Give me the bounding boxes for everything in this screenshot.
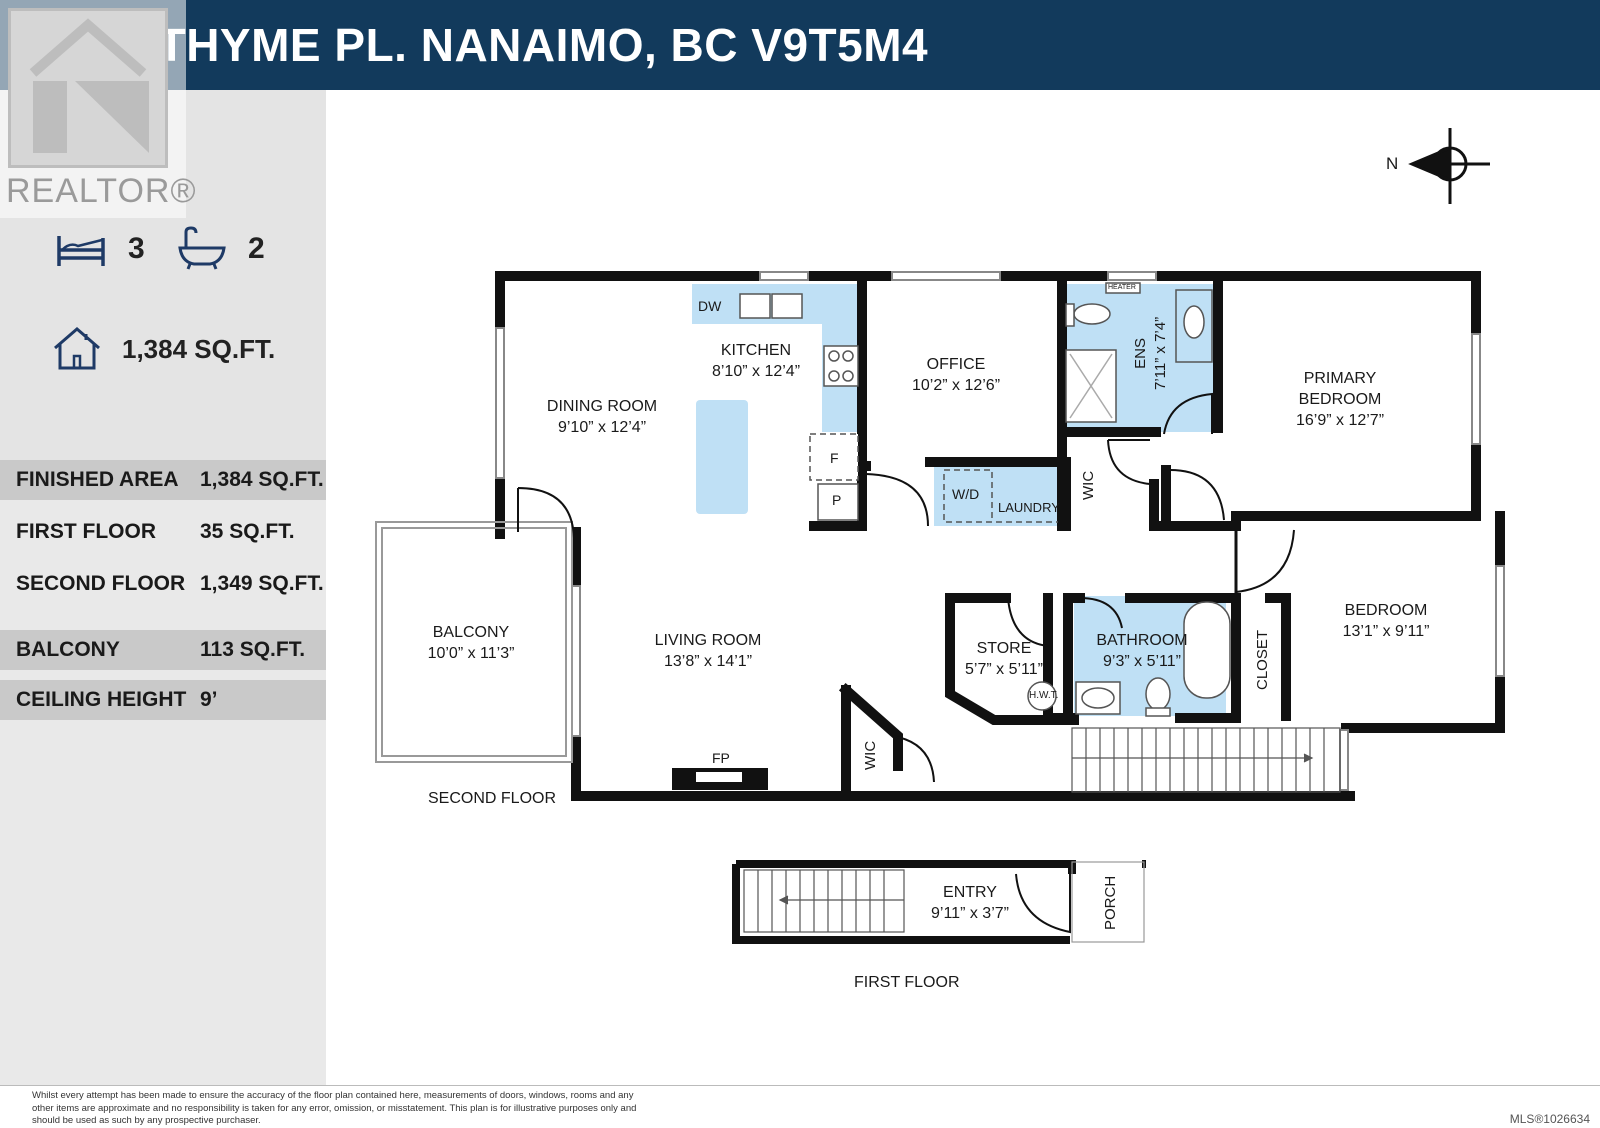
room-size: 10’2” x 12’6” bbox=[911, 377, 1001, 394]
kitchen-island bbox=[696, 400, 748, 514]
room-balcony: BALCONY 10’0” x 11’3” bbox=[428, 622, 515, 664]
spec-row-second-floor: SECOND FLOOR 1,349 SQ.FT. bbox=[0, 564, 326, 604]
page-title: 6103 THYME PL. NANAIMO, BC V9T5M4 bbox=[40, 19, 929, 71]
sidebar: 3 2 1,384 SQ.FT. FINISHED AREA 1,384 SQ.… bbox=[0, 90, 326, 1085]
room-name: BALCONY bbox=[432, 624, 510, 641]
room-size: 9’3” x 5’11” bbox=[1103, 653, 1181, 670]
spec-row-first-floor: FIRST FLOOR 35 SQ.FT. bbox=[0, 512, 326, 552]
room-size: 10’0” x 11’3” bbox=[427, 645, 515, 662]
spec-row-ceiling-height: CEILING HEIGHT 9’ bbox=[0, 680, 326, 720]
spec-row-finished-area: FINISHED AREA 1,384 SQ.FT. bbox=[0, 460, 326, 500]
room-dining: DINING ROOM 9’10” x 12’4” bbox=[547, 396, 657, 438]
room-size: 13’8” x 14’1” bbox=[663, 653, 753, 670]
room-name: LIVING ROOM bbox=[654, 632, 762, 649]
floor-plan: N KITCHEN 8’10” x 12’4” DINING ROOM 9’10… bbox=[326, 90, 1600, 1080]
spec-row-balcony: BALCONY 113 SQ.FT. bbox=[0, 630, 326, 670]
room-name: OFFICE bbox=[926, 356, 986, 373]
laundry-area bbox=[934, 462, 1058, 526]
room-name: STORE bbox=[976, 640, 1032, 657]
room-ensuite: ENS 7’11” x 7’4” bbox=[1131, 317, 1171, 390]
second-floor-caption: SECOND FLOOR bbox=[428, 790, 557, 807]
room-size: 16’9” x 12’7” bbox=[1295, 412, 1385, 429]
realtor-logo: REALTOR® bbox=[0, 0, 196, 218]
laundry-label: LAUNDRY bbox=[998, 500, 1060, 515]
room-size: 9’10” x 12’4” bbox=[557, 419, 647, 436]
room-size: 5’7” x 5’11” bbox=[965, 661, 1043, 678]
room-bedroom: BEDROOM 13’1” x 9’11” bbox=[1343, 600, 1430, 642]
spec-label: BALCONY bbox=[16, 638, 120, 661]
heater-label: HEATER bbox=[1108, 284, 1136, 291]
header-bar: 6103 THYME PL. NANAIMO, BC V9T5M4 bbox=[0, 0, 1600, 90]
room-bathroom: BATHROOM 9’3” x 5’11” bbox=[1096, 630, 1187, 672]
spec-label: CEILING HEIGHT bbox=[16, 688, 187, 711]
spec-value: 35 SQ.FT. bbox=[200, 520, 295, 543]
room-primary-bedroom: PRIMARY BEDROOM 16’9” x 12’7” bbox=[1296, 368, 1384, 431]
spec-label: FIRST FLOOR bbox=[16, 520, 156, 543]
realtor-logo-text: REALTOR® bbox=[6, 172, 197, 210]
disclaimer-text: Whilst every attempt has been made to en… bbox=[32, 1090, 637, 1126]
room-size: 13’1” x 9’11” bbox=[1342, 623, 1430, 640]
floor-plan-drawing bbox=[375, 128, 1505, 944]
fireplace-label: FP bbox=[712, 750, 730, 766]
wic-ensuite-label: WIC bbox=[1080, 470, 1097, 500]
bathroom-count: 2 bbox=[248, 232, 265, 265]
house-icon bbox=[52, 326, 102, 375]
room-name: BEDROOM bbox=[1344, 602, 1428, 619]
room-living: LIVING ROOM 13’8” x 14’1” bbox=[655, 630, 762, 672]
spec-value: 1,384 SQ.FT. bbox=[200, 468, 324, 491]
spec-value: 9’ bbox=[200, 688, 218, 711]
fridge-label: F bbox=[830, 450, 839, 466]
room-name: KITCHEN bbox=[720, 342, 792, 359]
spec-label: FINISHED AREA bbox=[16, 468, 179, 491]
room-name: PRIMARY bbox=[1303, 370, 1377, 387]
room-size: 7’11” x 7’4” bbox=[1152, 316, 1169, 390]
room-size: 9’11” x 3’7” bbox=[931, 905, 1009, 922]
pantry-label: P bbox=[832, 492, 842, 508]
room-entry: ENTRY 9’11” x 3’7” bbox=[931, 882, 1009, 924]
spec-value: 113 SQ.FT. bbox=[200, 638, 306, 661]
bathtub-icon bbox=[176, 226, 228, 275]
room-name: ENTRY bbox=[943, 884, 997, 901]
room-kitchen: KITCHEN 8’10” x 12’4” bbox=[712, 340, 800, 382]
bedroom-count: 3 bbox=[128, 232, 145, 265]
room-name: ENS bbox=[1132, 338, 1149, 369]
spec-value: 1,349 SQ.FT. bbox=[200, 572, 324, 595]
water-heater-label: H.W.T. bbox=[1029, 690, 1059, 701]
room-office: OFFICE 10’2” x 12’6” bbox=[912, 354, 1000, 396]
total-area: 1,384 SQ.FT. bbox=[122, 334, 276, 364]
room-size: 8’10” x 12’4” bbox=[711, 363, 801, 380]
dishwasher-label: DW bbox=[698, 298, 722, 314]
washer-dryer-label: W/D bbox=[952, 486, 980, 502]
porch-label: PORCH bbox=[1102, 875, 1119, 930]
first-floor-caption: FIRST FLOOR bbox=[854, 974, 960, 991]
room-name: BEDROOM bbox=[1298, 391, 1382, 408]
spec-label: SECOND FLOOR bbox=[16, 572, 186, 595]
closet-label: CLOSET bbox=[1254, 629, 1271, 690]
wic-living-label: WIC bbox=[862, 740, 879, 770]
kitchen-counter bbox=[692, 284, 858, 432]
room-name: BATHROOM bbox=[1096, 632, 1188, 649]
bed-icon bbox=[56, 232, 106, 273]
room-name: DINING ROOM bbox=[546, 398, 658, 415]
footer: Whilst every attempt has been made to en… bbox=[0, 1085, 1600, 1128]
realtor-mark-icon bbox=[8, 8, 168, 168]
compass-north-label: N bbox=[1386, 154, 1399, 173]
room-store: STORE 5’7” x 5’11” bbox=[965, 638, 1043, 680]
mls-number: MLS®1026634 bbox=[1509, 1112, 1590, 1126]
